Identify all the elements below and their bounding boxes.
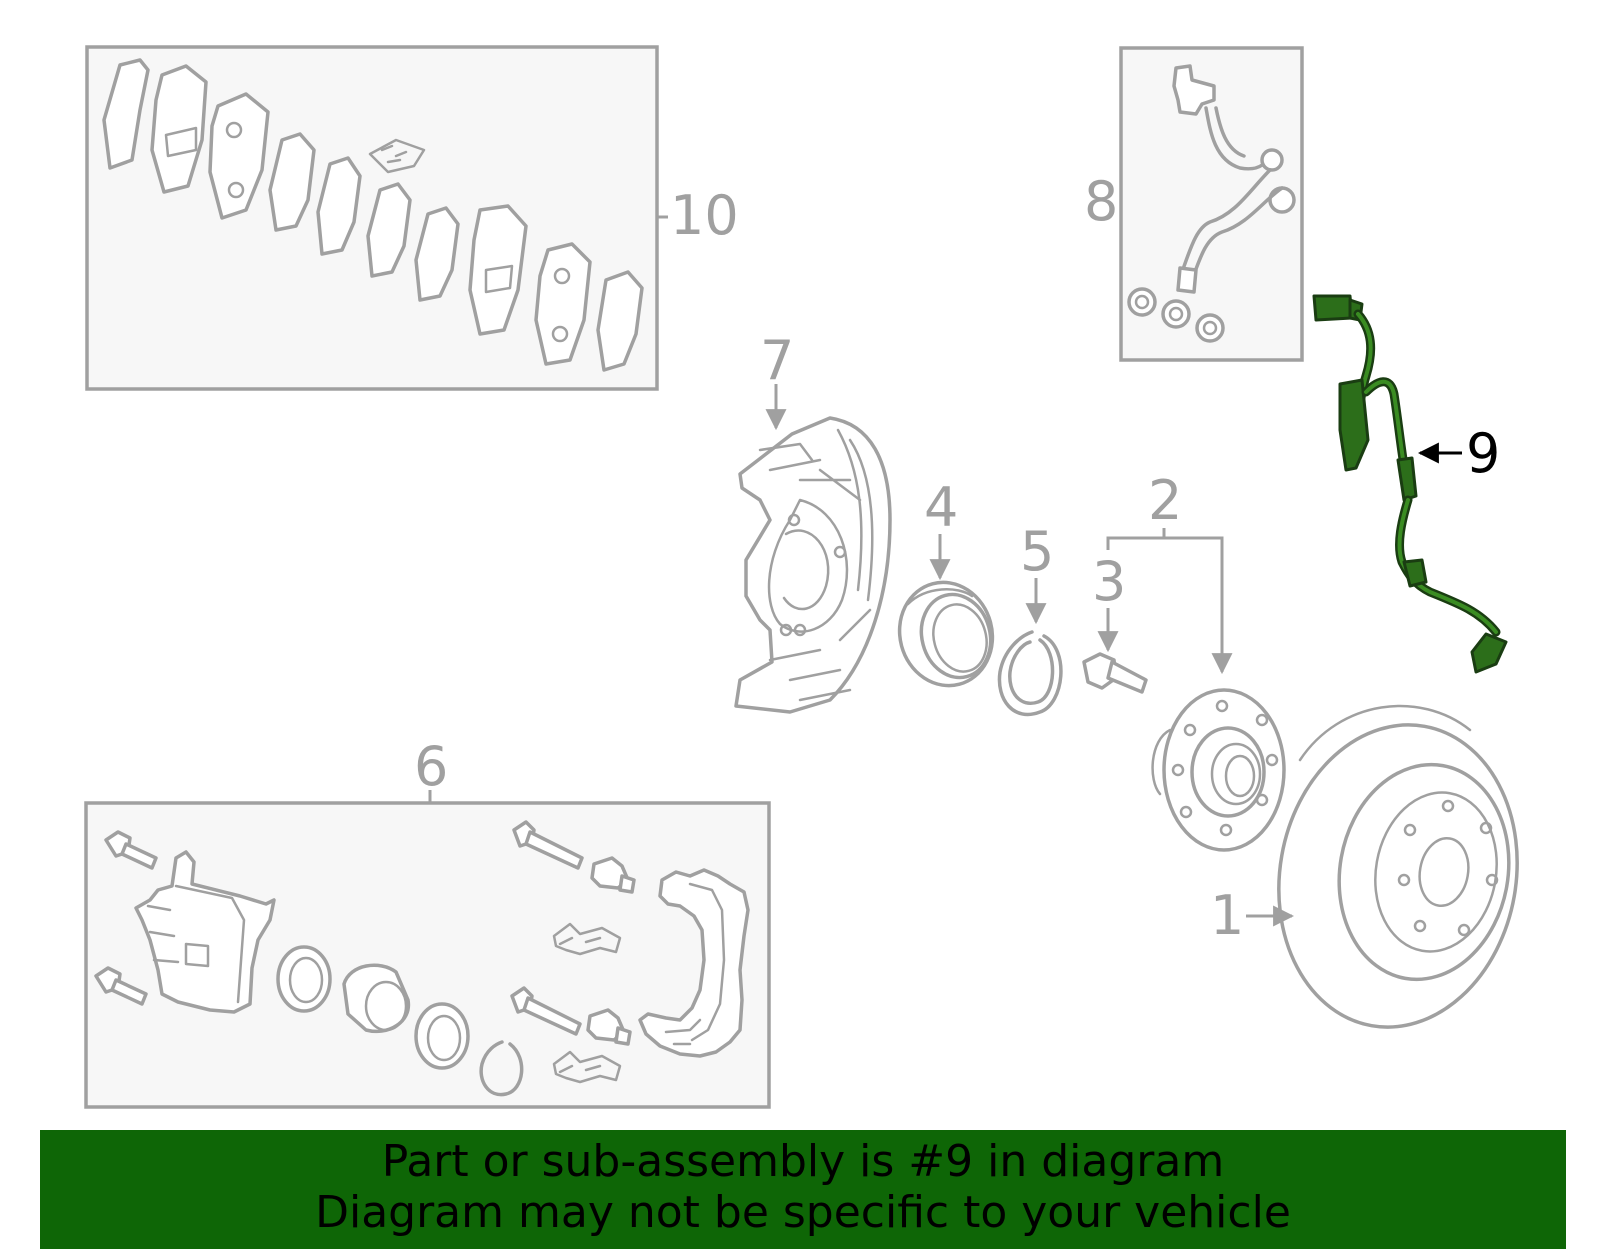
callout-2[interactable]: 2 — [1148, 469, 1182, 532]
footer-line-1: Part or sub-assembly is #9 in diagram — [381, 1136, 1225, 1187]
footer-banner: Part or sub-assembly is #9 in diagram Di… — [40, 1130, 1566, 1249]
caliper-assembly-group[interactable]: 6 — [84, 735, 771, 1109]
wheel-speed-sensor-highlighted[interactable]: 9 — [1312, 294, 1508, 674]
callout-1[interactable]: 1 — [1210, 884, 1244, 947]
wheel-bearing[interactable]: 4 — [888, 476, 1004, 696]
callout-6[interactable]: 6 — [414, 735, 448, 798]
callout-9[interactable]: 9 — [1466, 422, 1500, 485]
callout-10[interactable]: 10 — [670, 184, 739, 247]
callout-4[interactable]: 4 — [924, 476, 958, 539]
callout-8[interactable]: 8 — [1084, 170, 1118, 233]
snap-ring[interactable]: 5 — [997, 520, 1063, 717]
callout-5[interactable]: 5 — [1020, 520, 1054, 583]
callout-7[interactable]: 7 — [760, 329, 794, 392]
brake-pad-kit-group[interactable]: 10 — [85, 45, 739, 391]
hub-bolt[interactable]: 3 — [1082, 550, 1148, 694]
splash-guard[interactable]: 7 — [734, 329, 892, 714]
footer-line-2: Diagram may not be specific to your vehi… — [315, 1187, 1291, 1238]
callout-3[interactable]: 3 — [1092, 550, 1126, 613]
brake-rotor[interactable]: 1 — [1210, 704, 1541, 1046]
brake-hose-group[interactable]: 8 — [1084, 46, 1304, 362]
hub-assembly[interactable]: 2 — [1106, 469, 1286, 852]
